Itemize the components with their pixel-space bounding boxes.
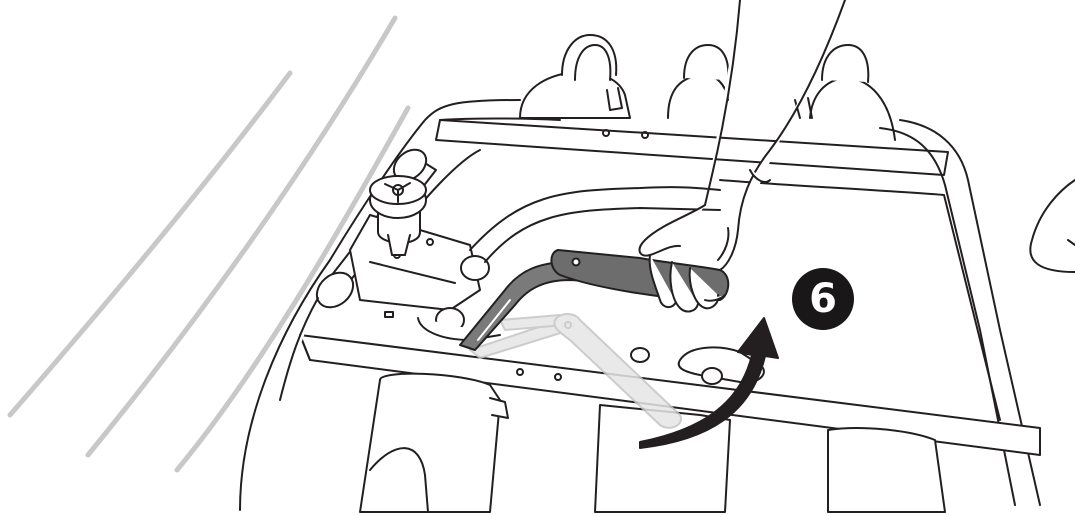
side-object xyxy=(1030,180,1075,272)
step-number-badge: 6 xyxy=(792,268,854,330)
hinge-bracket xyxy=(350,215,500,340)
motion-lines xyxy=(10,18,408,470)
rear-rollers xyxy=(520,35,895,140)
